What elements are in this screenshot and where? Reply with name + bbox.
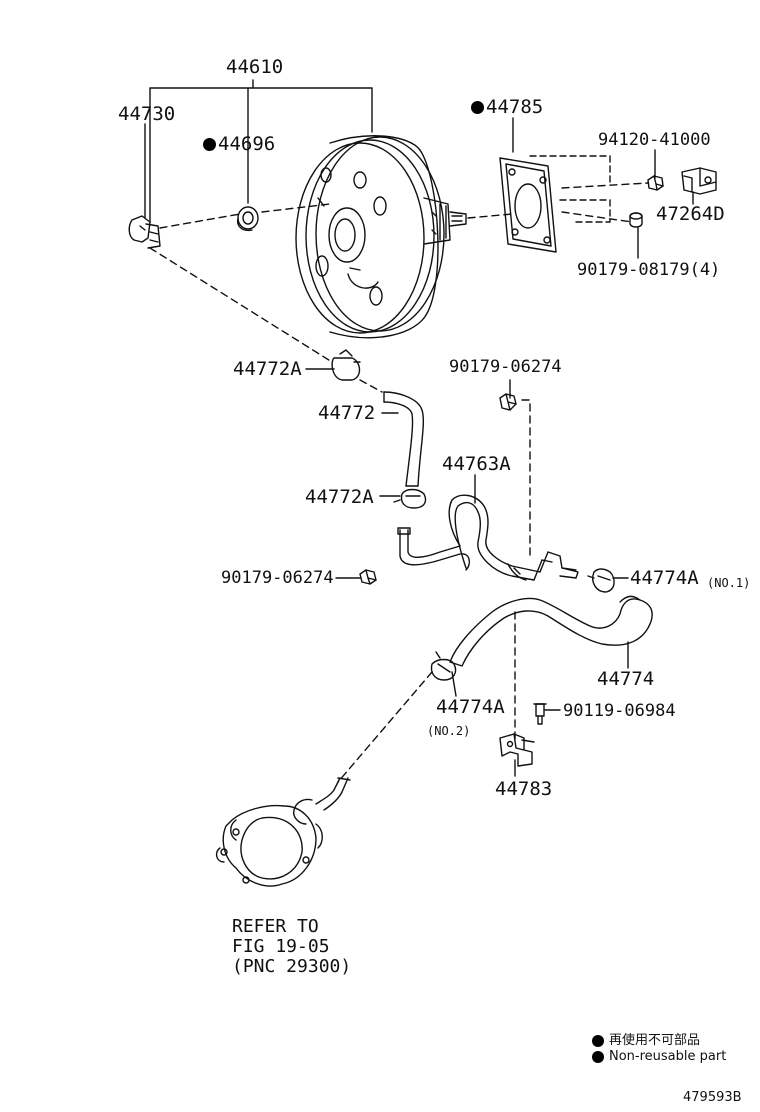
gasket-44785 [499,155,611,253]
hose-clamp-44774A-no1 [587,568,615,593]
part-note-no2: (NO.2) [427,724,471,738]
bracket-47264D [681,167,717,195]
part-label-94120-41000: 94120-41000 [598,130,711,150]
part-label-44696: 44696 [203,133,275,155]
part-label-90119-06984: 90119-06984 [563,701,676,721]
pipe-44763A [397,494,579,581]
part-label-90179-06274-left: 90179-06274 [221,568,334,588]
part-label-44783: 44783 [495,778,553,800]
vacuum-pump [215,777,351,887]
bracket-44783 [499,733,535,767]
legend-jp-text: 再使用不可部品 [609,1033,701,1048]
part-label-90179-06274-top: 90179-06274 [449,357,562,377]
nut-94120-41000 [647,175,664,191]
nut-90179-06274-left [359,569,377,585]
hose-clamp-44774A-no2 [430,651,457,681]
refer-line-3: (PNC 29300) [232,956,352,977]
dashed-assembly-lines [149,182,649,783]
part-note-no1: (NO.1) [707,576,751,590]
legend-en-text: Non-reusable part [609,1049,727,1064]
part-label-44772A-bottom: 44772A [305,486,374,508]
check-valve-44730 [128,215,161,249]
part-label-47264D: 47264D [656,203,725,225]
part-label-44772: 44772 [318,402,376,424]
part-label-44763A: 44763A [442,453,511,475]
part-label-44774A-no2: 44774A [436,696,505,718]
part-label-44730: 44730 [118,103,176,125]
legend-jp: 再使用不可部品 [592,1029,700,1048]
non-reusable-dot-icon [203,138,216,151]
hose-44774 [449,595,653,667]
refer-line-2: FIG 19-05 [232,936,330,957]
bolt-90119-06984 [533,703,547,725]
hose-clamp-44772A-top [331,349,361,381]
hose-clamp-44772A-bottom [393,488,427,509]
part-label-44610: 44610 [226,56,284,78]
leader-lines [144,79,694,777]
nut-90179-08179 [629,212,643,228]
nut-90179-06274-top [499,393,517,411]
part-number-text: 44785 [486,96,544,118]
part-label-90179-08179: 90179-08179(4) [577,260,721,280]
refer-note: REFER TO FIG 19-05 (PNC 29300) [232,917,351,977]
non-reusable-dot-icon [471,101,484,114]
refer-line-1: REFER TO [232,916,319,937]
part-label-44772A-top: 44772A [233,358,302,380]
figure-id: 479593B [683,1090,742,1105]
legend-en: Non-reusable part [592,1049,726,1064]
part-label-44774A-no1: 44774A [630,567,699,589]
part-label-44785: 44785 [471,96,543,118]
brake-booster-44610 [295,135,467,339]
hose-44772 [383,391,425,487]
non-reusable-dot-icon [592,1034,604,1047]
part-number-text: 44696 [218,133,276,155]
grommet-44696 [236,206,259,232]
non-reusable-dot-icon [592,1050,604,1063]
part-label-44774: 44774 [597,668,655,690]
